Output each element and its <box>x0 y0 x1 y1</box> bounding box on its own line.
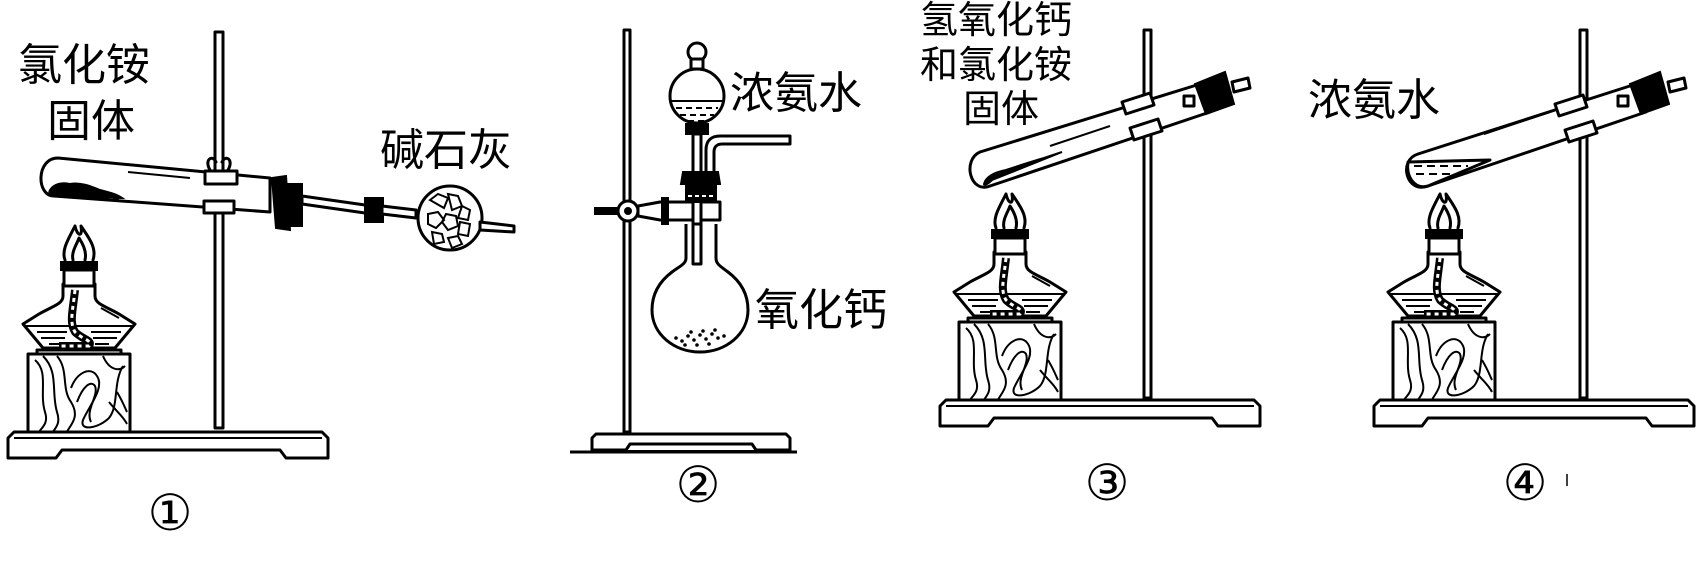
svg-text:氯化铵: 氯化铵 <box>18 40 150 91</box>
delivery-tube <box>704 134 792 190</box>
panel-2: 浓氨水 氧化钙 <box>570 28 887 514</box>
svg-text:固体: 固体 <box>47 96 135 147</box>
drying-agent-label: 碱石灰 <box>380 125 512 176</box>
panel-number-3: ③ <box>1085 454 1130 512</box>
test-tube <box>968 70 1252 189</box>
svg-text:和氯化铵: 和氯化铵 <box>920 43 1072 87</box>
iron-stand <box>938 28 1262 428</box>
iron-stand <box>6 30 330 460</box>
reagent-label: 氯化铵 固体 <box>18 40 150 147</box>
test-tube <box>1405 70 1688 189</box>
round-bottom-flask <box>650 222 750 354</box>
panel-number-4: ④ <box>1503 454 1548 512</box>
drying-tube <box>416 184 516 252</box>
funnel-reagent-label: 浓氨水 <box>730 68 862 119</box>
iron-stand <box>1372 28 1696 428</box>
panel-3: 氢氧化钙 和氯化铵 固体 ③ <box>920 0 1262 512</box>
reagent-label: 浓氨水 <box>1308 75 1440 126</box>
panel-1: 氯化铵 固体 碱石灰 <box>6 30 516 542</box>
rubber-stopper <box>679 171 722 203</box>
test-tube <box>39 156 418 232</box>
alcohol-lamp <box>23 226 135 432</box>
alcohol-lamp <box>954 194 1066 400</box>
panel-number-1: ① <box>148 484 193 542</box>
panel-number-2: ② <box>676 456 721 514</box>
reagent-label: 氢氧化钙 和氯化铵 固体 <box>920 0 1072 131</box>
svg-text:固体: 固体 <box>963 87 1039 131</box>
alcohol-lamp <box>1388 194 1500 400</box>
flask-reagent-label: 氧化钙 <box>755 285 887 336</box>
panel-4: 浓氨水 ④ <box>1308 28 1696 512</box>
svg-text:氢氧化钙: 氢氧化钙 <box>920 0 1072 42</box>
